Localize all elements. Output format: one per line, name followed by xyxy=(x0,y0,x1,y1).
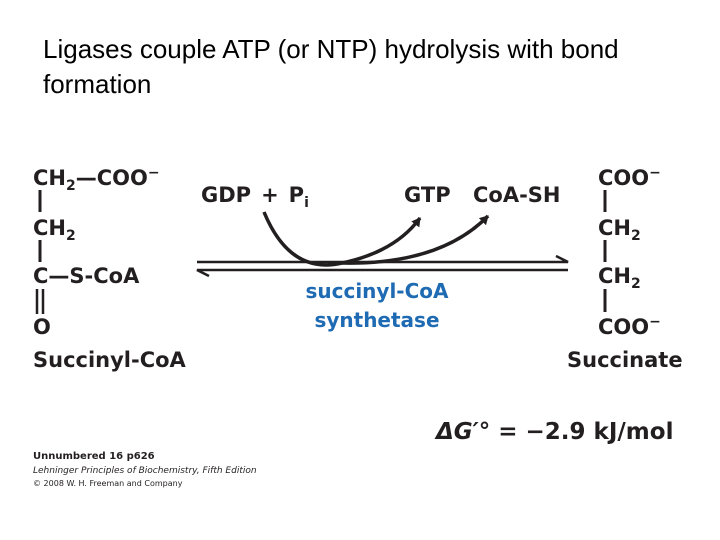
product-ch2-a: CH2 xyxy=(598,216,641,244)
product-ch2-b: CH2 xyxy=(598,264,641,292)
slide-title: Ligases couple ATP (or NTP) hydrolysis w… xyxy=(43,34,619,99)
figure-credit-book: Lehninger Principles of Biochemistry, Fi… xyxy=(33,466,257,476)
substrate-ch2-coo-line: CH2—COO− xyxy=(33,165,160,194)
succinate-structure: COO− CH2 CH2 COO− Succinate xyxy=(567,165,683,372)
forward-arrowhead xyxy=(555,254,569,264)
cofactors-in: GDP+Pi xyxy=(201,183,309,211)
substrate-ch2-line: CH2 xyxy=(33,216,76,244)
cofactor-gtp: GTP xyxy=(404,183,451,207)
figure-credit-id: Unnumbered 16 p626 xyxy=(33,451,155,462)
enzyme-name-line1: succinyl-CoA xyxy=(305,279,449,303)
equilibrium-arrow xyxy=(196,254,569,278)
enzyme-name-line2: synthetase xyxy=(314,308,439,332)
product-coo-bottom: COO− xyxy=(598,314,661,339)
substrate-thioester-line: C—S-CoA xyxy=(33,264,140,288)
product-coo-top: COO− xyxy=(598,165,661,190)
delta-g-value: ΔG′°= −2.9 kJ/mol xyxy=(434,419,673,445)
substrate-name: Succinyl-CoA xyxy=(33,348,187,372)
succinyl-coa-structure: CH2—COO− CH2 C—S-CoA O Succinyl-CoA xyxy=(33,165,187,372)
reverse-arrowhead xyxy=(196,268,210,278)
figure-credit-copyright: © 2008 W. H. Freeman and Company xyxy=(33,479,183,488)
substrate-oxygen: O xyxy=(33,315,51,339)
cofactor-coa-sh: CoA-SH xyxy=(473,183,561,207)
product-name: Succinate xyxy=(567,348,683,372)
cofactor-curved-arrow xyxy=(262,211,422,267)
